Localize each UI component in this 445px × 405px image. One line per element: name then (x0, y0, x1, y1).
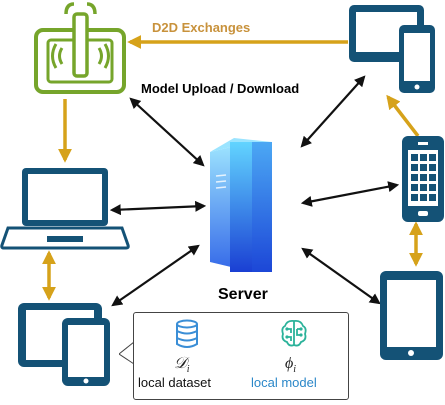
local-model-caption: local model (251, 375, 317, 390)
model-upload-download-label: Model Upload / Download (141, 81, 300, 96)
dataset-symbol: 𝒟i (174, 355, 190, 376)
d2d-exchange-arrows (42, 35, 423, 301)
robot-arm-icon (34, 2, 126, 94)
smartphone-icon (402, 136, 444, 222)
brain-icon (281, 319, 307, 347)
model-exchange-arrows (109, 75, 400, 307)
tablet-icon (380, 271, 443, 360)
tablet-phone-icon (18, 303, 110, 386)
server-icon (210, 138, 272, 272)
laptop-icon (0, 168, 130, 250)
desktop-tablet-icon (349, 5, 435, 93)
model-symbol: ϕi (285, 355, 297, 376)
d2d-exchanges-label: D2D Exchanges (152, 20, 251, 35)
database-icon (176, 319, 198, 348)
local-info-callout: 𝒟i ϕi local dataset local model (133, 312, 349, 400)
local-dataset-caption: local dataset (138, 375, 211, 390)
server-label: Server (218, 286, 268, 303)
